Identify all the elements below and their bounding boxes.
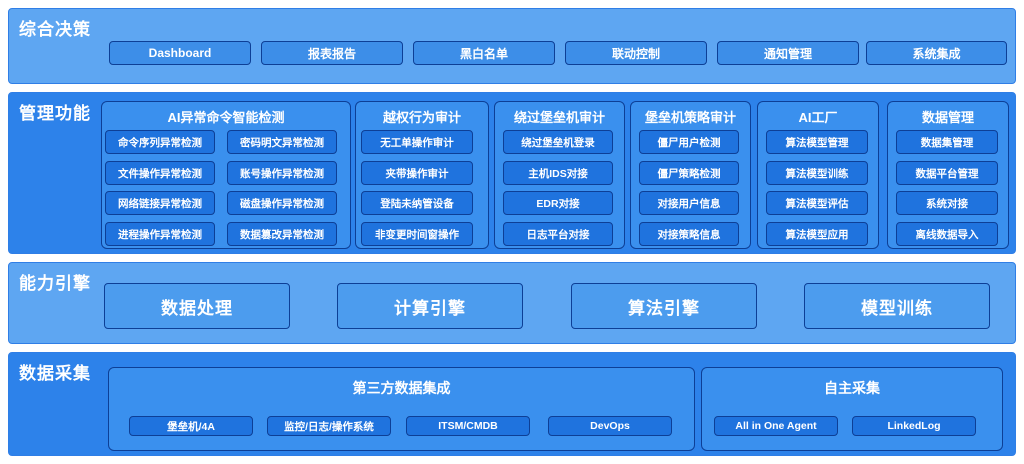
policy-item-1[interactable]: 僵尸策略检测 — [639, 161, 739, 185]
bypass-item-2[interactable]: EDR对接 — [503, 191, 613, 215]
privilege-item-0[interactable]: 无工单操作审计 — [361, 130, 473, 154]
factory-item-0[interactable]: 算法模型管理 — [766, 130, 868, 154]
thirdparty-item-1[interactable]: 监控/日志/操作系统 — [267, 416, 391, 436]
policy-item-3[interactable]: 对接策略信息 — [639, 222, 739, 246]
group-ai-factory: AI工厂 算法模型管理 算法模型训练 算法模型评估 算法模型应用 — [757, 101, 879, 249]
bypass-item-3[interactable]: 日志平台对接 — [503, 222, 613, 246]
decision-item-blackwhite-list[interactable]: 黑白名单 — [413, 41, 555, 65]
thirdparty-item-2[interactable]: ITSM/CMDB — [406, 416, 530, 436]
ai-item-account-operation[interactable]: 账号操作异常检测 — [227, 161, 337, 185]
engine-item-compute-engine[interactable]: 计算引擎 — [337, 283, 523, 329]
selfcollect-item-1[interactable]: LinkedLog — [852, 416, 976, 436]
factory-item-3[interactable]: 算法模型应用 — [766, 222, 868, 246]
group-title: 第三方数据集成 — [352, 380, 451, 396]
decision-item-dashboard[interactable]: Dashboard — [109, 41, 251, 65]
group-third-party-integration: 第三方数据集成 堡垒机/4A 监控/日志/操作系统 ITSM/CMDB DevO… — [108, 367, 695, 451]
privilege-item-1[interactable]: 夹带操作审计 — [361, 161, 473, 185]
ai-item-file-operation[interactable]: 文件操作异常检测 — [105, 161, 215, 185]
layer-decision: 综合决策 Dashboard 报表报告 黑白名单 联动控制 通知管理 系统集成 — [8, 8, 1016, 84]
group-title: 绕过堡垒机审计 — [513, 110, 605, 125]
ai-item-disk-operation[interactable]: 磁盘操作异常检测 — [227, 191, 337, 215]
ai-item-data-tampering[interactable]: 数据篡改异常检测 — [227, 222, 337, 246]
group-title: 数据管理 — [921, 110, 974, 125]
datamgmt-item-2[interactable]: 系统对接 — [896, 191, 998, 215]
ai-item-process-operation[interactable]: 进程操作异常检测 — [105, 222, 215, 246]
layer-title-collection: 数据采集 — [19, 364, 91, 383]
layer-management: 管理功能 AI异常命令智能检测 命令序列异常检测 密码明文异常检测 文件操作异常… — [8, 92, 1016, 254]
layer-title-engine: 能力引擎 — [19, 274, 91, 293]
layer-engine: 能力引擎 数据处理 计算引擎 算法引擎 模型训练 — [8, 262, 1016, 344]
datamgmt-item-1[interactable]: 数据平台管理 — [896, 161, 998, 185]
engine-item-data-processing[interactable]: 数据处理 — [104, 283, 290, 329]
privilege-item-3[interactable]: 非变更时间窗操作 — [361, 222, 473, 246]
group-self-collection: 自主采集 All in One Agent LinkedLog — [701, 367, 1003, 451]
ai-item-network-link[interactable]: 网络链接异常检测 — [105, 191, 215, 215]
bypass-item-1[interactable]: 主机IDS对接 — [503, 161, 613, 185]
decision-item-system-integration[interactable]: 系统集成 — [866, 41, 1007, 65]
group-ai-anomaly-detection: AI异常命令智能检测 命令序列异常检测 密码明文异常检测 文件操作异常检测 账号… — [101, 101, 351, 249]
group-title: 越权行为审计 — [382, 110, 461, 125]
group-privilege-audit: 越权行为审计 无工单操作审计 夹带操作审计 登陆未纳管设备 非变更时间窗操作 — [355, 101, 489, 249]
selfcollect-item-0[interactable]: All in One Agent — [714, 416, 838, 436]
group-title: AI异常命令智能检测 — [167, 110, 285, 125]
ai-item-plaintext-password[interactable]: 密码明文异常检测 — [227, 130, 337, 154]
engine-item-algorithm-engine[interactable]: 算法引擎 — [571, 283, 757, 329]
datamgmt-item-0[interactable]: 数据集管理 — [896, 130, 998, 154]
factory-item-1[interactable]: 算法模型训练 — [766, 161, 868, 185]
decision-item-linkage-control[interactable]: 联动控制 — [565, 41, 707, 65]
group-data-management: 数据管理 数据集管理 数据平台管理 系统对接 离线数据导入 — [887, 101, 1009, 249]
ai-item-command-sequence[interactable]: 命令序列异常检测 — [105, 130, 215, 154]
group-title: AI工厂 — [798, 110, 838, 125]
thirdparty-item-3[interactable]: DevOps — [548, 416, 672, 436]
group-title: 自主采集 — [824, 380, 880, 396]
layer-collection: 数据采集 第三方数据集成 堡垒机/4A 监控/日志/操作系统 ITSM/CMDB… — [8, 352, 1016, 456]
group-bypass-bastion-audit: 绕过堡垒机审计 绕过堡垒机登录 主机IDS对接 EDR对接 日志平台对接 — [494, 101, 625, 249]
policy-item-2[interactable]: 对接用户信息 — [639, 191, 739, 215]
policy-item-0[interactable]: 僵尸用户检测 — [639, 130, 739, 154]
group-title: 堡垒机策略审计 — [644, 110, 736, 125]
layer-title-management: 管理功能 — [19, 104, 91, 123]
datamgmt-item-3[interactable]: 离线数据导入 — [896, 222, 998, 246]
engine-item-model-training[interactable]: 模型训练 — [804, 283, 990, 329]
factory-item-2[interactable]: 算法模型评估 — [766, 191, 868, 215]
group-bastion-policy-audit: 堡垒机策略审计 僵尸用户检测 僵尸策略检测 对接用户信息 对接策略信息 — [630, 101, 751, 249]
privilege-item-2[interactable]: 登陆未纳管设备 — [361, 191, 473, 215]
decision-item-reports[interactable]: 报表报告 — [261, 41, 403, 65]
layer-title-decision: 综合决策 — [19, 20, 91, 39]
bypass-item-0[interactable]: 绕过堡垒机登录 — [503, 130, 613, 154]
thirdparty-item-0[interactable]: 堡垒机/4A — [129, 416, 253, 436]
decision-item-notification[interactable]: 通知管理 — [717, 41, 859, 65]
